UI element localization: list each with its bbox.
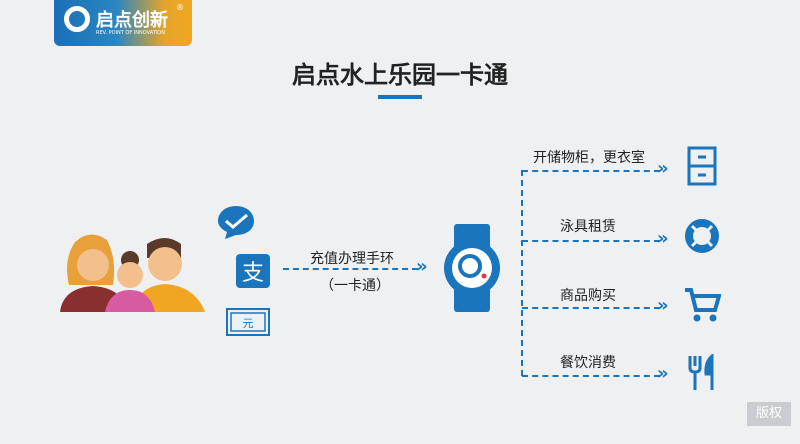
logo-reg: ® [176,3,184,12]
cart-icon [685,288,721,322]
cutlery-icon [688,354,714,390]
cash-icon: 元 [226,308,270,336]
flow-label-top: 充值办理手环 [310,251,394,267]
svg-text:元: 元 [243,317,254,330]
flow-label-bottom: （一卡通） [320,278,390,294]
arrow-head-icon: » [657,158,669,179]
branch-line [521,170,523,376]
logo-name: 启点创新 [96,10,168,31]
wechat-pay-icon [218,206,254,239]
arrow-head-icon: » [657,363,669,384]
svg-text:支: 支 [242,261,264,286]
title-underline [378,95,422,99]
arrow-head-icon: » [657,295,669,316]
branch-arrow [522,375,660,377]
service-label: 开储物柜，更衣室 [533,150,645,166]
arrow-head-icon: » [657,228,669,249]
service-label: 泳具租赁 [560,219,616,235]
page-title: 启点水上乐园一卡通 [292,61,508,89]
locker-icon [687,146,717,186]
copyright-button[interactable]: 版权 [747,402,791,426]
branch-arrow [522,307,660,309]
branch-arrow [522,170,660,172]
branch-arrow [522,240,660,242]
alipay-icon: 支 [236,254,270,288]
brand-logo: 启点创新 REV. POINT OF INNOVATION ® [54,0,192,46]
wristband-icon [444,224,500,312]
lifebuoy-icon [685,219,719,253]
family-illustration [60,234,205,312]
logo-tagline: REV. POINT OF INNOVATION [96,30,165,36]
flow-arrow-head-icon: » [416,256,428,277]
flow-arrow [283,268,418,270]
service-label: 商品购买 [560,288,616,304]
service-label: 餐饮消费 [560,355,616,371]
logo-q-icon [64,6,90,32]
